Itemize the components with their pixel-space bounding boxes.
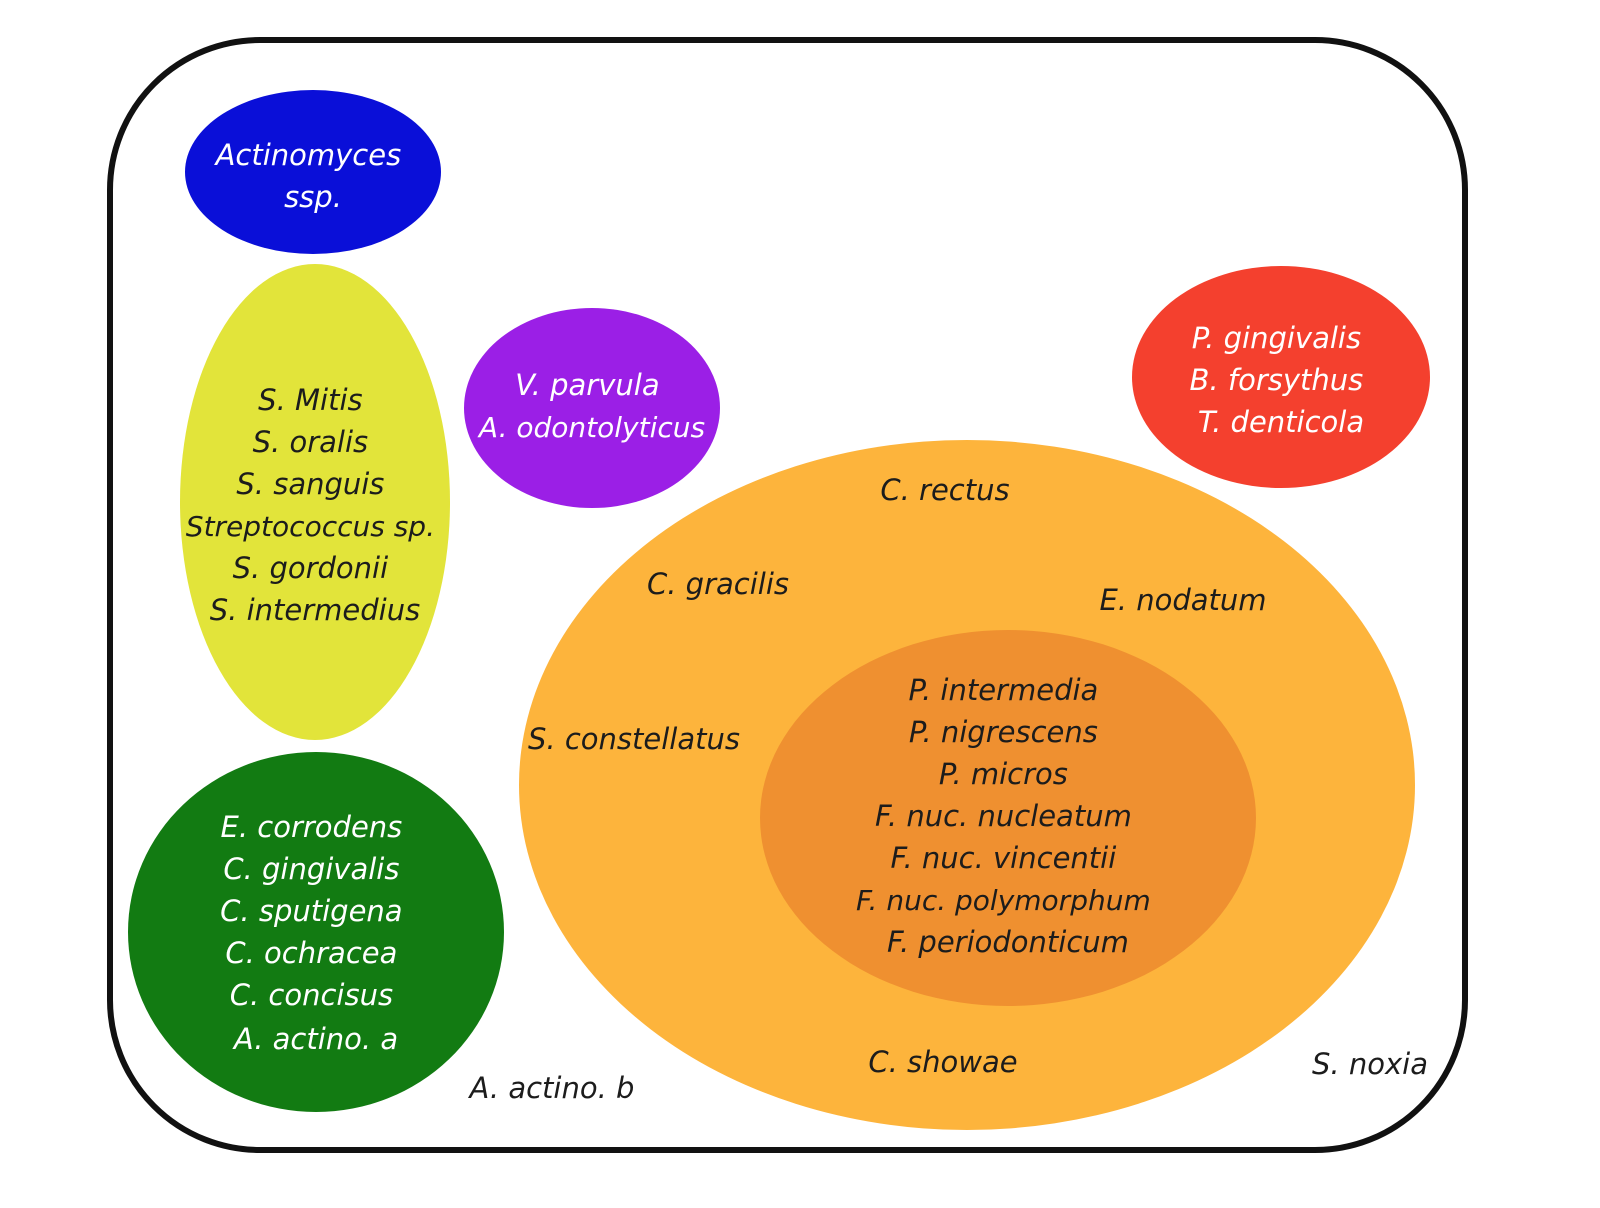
orange-inner-label: P. micros <box>939 757 1068 791</box>
orange-inner-label: F. periodonticum <box>887 925 1129 959</box>
yellow-complex-label: S. intermedius <box>210 593 420 627</box>
orange-inner-label: P. intermedia <box>908 673 1098 707</box>
green-complex-label: C. sputigena <box>220 894 402 928</box>
orange-outer-label: S. constellatus <box>528 722 740 756</box>
red-complex-label: T. denticola <box>1198 405 1364 439</box>
red-complex-label: P. gingivalis <box>1192 321 1361 355</box>
diagram-frame <box>107 37 1468 1153</box>
green-complex-label: C. gingivalis <box>223 852 399 886</box>
purple-complex-ellipse <box>464 308 720 508</box>
svg-text:C. showae: C. showae <box>868 1045 1017 1079</box>
svg-text:C. gracilis: C. gracilis <box>647 567 789 601</box>
yellow-complex-label: S. oralis <box>253 425 369 459</box>
red-complex: P. gingivalis B. forsythus T. denticola <box>1132 266 1430 488</box>
outside-label-s-noxia: S. noxia <box>1312 1047 1428 1081</box>
svg-text:S. noxia: S. noxia <box>1312 1047 1428 1081</box>
yellow-complex-label: S. Mitis <box>258 383 362 417</box>
red-complex-label: B. forsythus <box>1190 363 1364 397</box>
outside-label-a-actino-b: A. actino. b <box>468 1071 635 1105</box>
orange-inner-label: P. nigrescens <box>909 715 1098 749</box>
green-complex-ellipse <box>128 752 504 1112</box>
svg-text:A. actino. b: A. actino. b <box>468 1071 635 1105</box>
green-complex-label: C. concisus <box>230 978 393 1012</box>
svg-text:C. rectus: C. rectus <box>880 473 1009 507</box>
orange-complex-inner-ellipse <box>760 630 1256 1006</box>
green-complex-label: C. ochracea <box>225 936 397 970</box>
svg-text:E. nodatum: E. nodatum <box>1099 583 1266 617</box>
blue-complex: Actinomyces ssp. <box>185 90 441 254</box>
svg-text:S. Mitis S. oralis: S. Mitis S. oralis S. sanguis Streptococ… <box>186 383 444 627</box>
yellow-complex: S. Mitis S. oralis S. sanguis Streptococ… <box>180 264 450 740</box>
orange-outer-label: C. rectus <box>880 473 1009 507</box>
green-complex: E. corrodens C. gingivalis C. sputigena … <box>128 752 504 1112</box>
blue-complex-ellipse <box>185 90 441 254</box>
yellow-complex-ellipse <box>180 264 450 740</box>
yellow-complex-label: S. sanguis <box>236 467 384 501</box>
yellow-complex-label: Streptococcus sp. <box>186 510 435 543</box>
blue-complex-label: Actinomyces <box>214 138 402 172</box>
red-complex-ellipse <box>1132 266 1430 488</box>
purple-complex: V. parvula A. odontolyticus <box>464 308 720 508</box>
svg-text:Actinomyces ssp.: Actinomyces ssp. <box>214 138 411 214</box>
svg-text:S. constellatus: S. constellatus <box>528 722 740 756</box>
orange-outer-label: C. gracilis <box>647 567 789 601</box>
purple-complex-label: V. parvula <box>515 368 659 402</box>
yellow-complex-label: S. gordonii <box>233 551 389 585</box>
orange-inner-label: F. nuc. nucleatum <box>875 799 1132 833</box>
svg-text:P. gingivalis B. forsyth: P. gingivalis B. forsythus T. denticola <box>1190 321 1373 439</box>
purple-complex-label: A. odontolyticus <box>477 411 705 444</box>
orange-outer-label: E. nodatum <box>1099 583 1266 617</box>
svg-text:E. corrodens C. gingival: E. corrodens C. gingivalis C. sputigena … <box>220 810 412 1056</box>
green-complex-label: A. actino. a <box>232 1022 398 1056</box>
svg-text:V. parvula A. odontolyti: V. parvula A. odontolyticus <box>477 368 705 444</box>
orange-complex: C. rectus C. gracilis E. nodatum S. cons… <box>519 440 1415 1130</box>
svg-text:P. intermedia P. nigresc: P. intermedia P. nigrescens P. micros F.… <box>856 673 1160 959</box>
blue-complex-label: ssp. <box>284 180 342 214</box>
green-complex-label: E. corrodens <box>221 810 403 844</box>
orange-inner-label: F. nuc. polymorphum <box>856 884 1151 917</box>
orange-outer-label: C. showae <box>868 1045 1017 1079</box>
orange-inner-label: F. nuc. vincentii <box>891 841 1117 875</box>
